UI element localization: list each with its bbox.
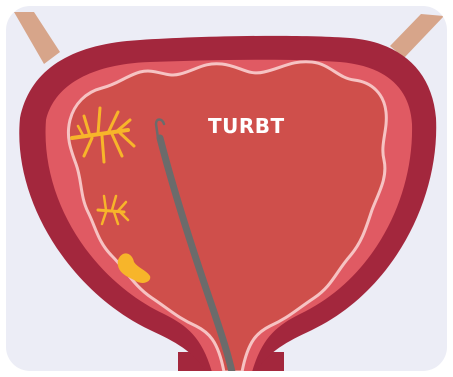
illustration-panel xyxy=(6,6,447,371)
bladder-illustration xyxy=(6,6,447,371)
procedure-label: TURBT xyxy=(208,116,285,136)
